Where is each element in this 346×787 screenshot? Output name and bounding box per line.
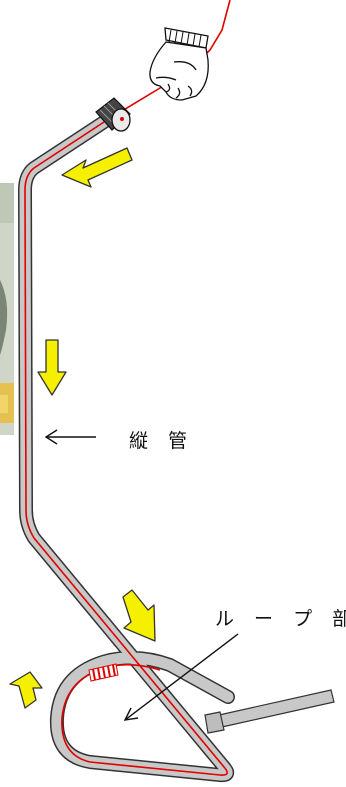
loop-pointer-arrow-icon [123, 633, 239, 721]
pipe-nozzle-icon [95, 97, 131, 132]
wire-bundle [88, 663, 119, 682]
background-photo-fragment [0, 183, 14, 435]
flow-direction-arrow-icon [9, 147, 156, 709]
main-pipe [18, 115, 235, 783]
pointer-arrow-icon [44, 429, 96, 445]
vertical-pipe-label: 縦 管 [129, 430, 195, 452]
branch-pipe [204, 689, 335, 734]
pulling-hand-icon [149, 27, 209, 101]
loop-section-label: ル ー プ 部 [215, 608, 346, 630]
